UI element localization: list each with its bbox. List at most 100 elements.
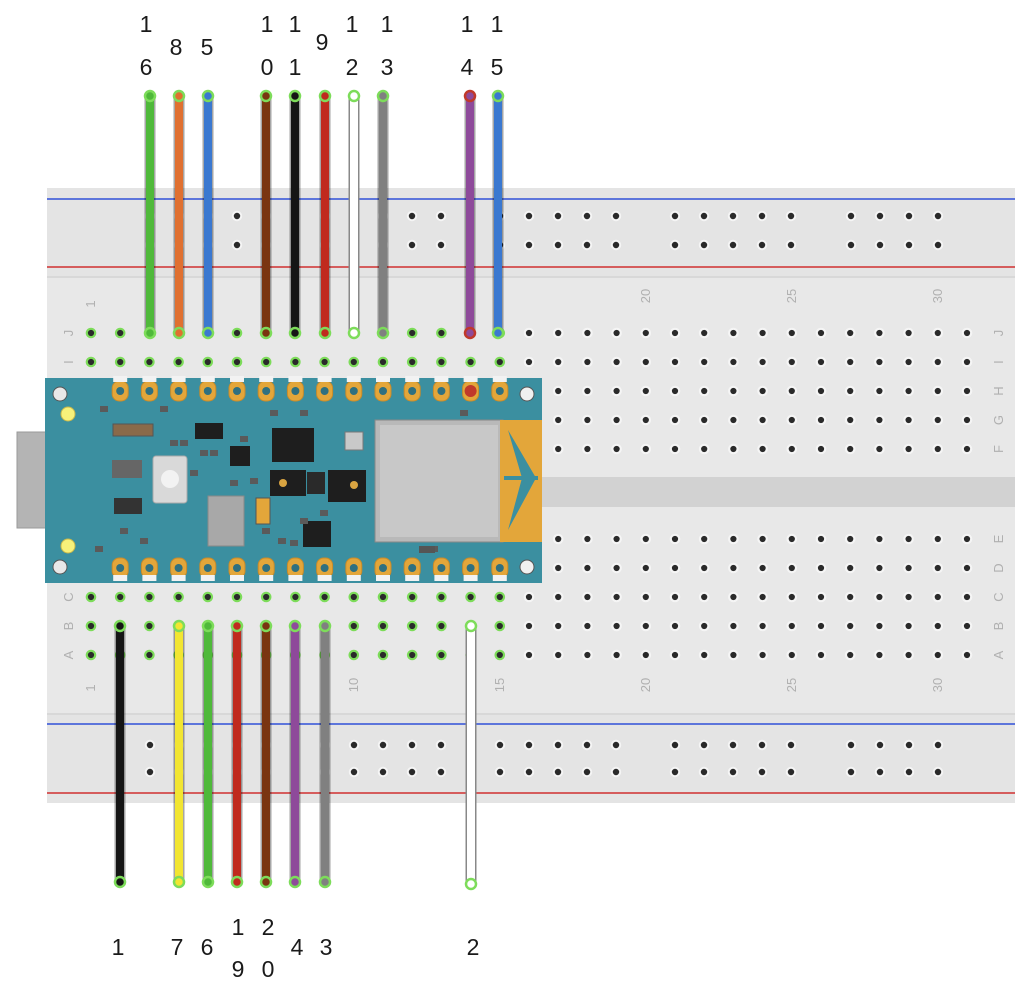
terminal-hole bbox=[728, 327, 739, 339]
wire-bottom-4 bbox=[288, 619, 302, 889]
smd-component bbox=[278, 538, 286, 544]
terminal-hole bbox=[757, 620, 768, 632]
smd-component bbox=[320, 510, 328, 516]
row-letter-left-c: C bbox=[61, 592, 76, 601]
terminal-hole bbox=[728, 591, 739, 603]
column-number-bottom-25: 25 bbox=[784, 678, 799, 692]
chip bbox=[328, 470, 366, 502]
terminal-hole bbox=[932, 385, 944, 397]
terminal-hole bbox=[611, 356, 622, 368]
wire-top-11 bbox=[288, 89, 302, 340]
column-number-bottom-20: 20 bbox=[638, 678, 653, 692]
rail-hole bbox=[756, 766, 768, 778]
rail-hole bbox=[144, 739, 156, 751]
header-socket bbox=[434, 575, 449, 581]
bottom-label-1: 1 bbox=[112, 934, 125, 960]
terminal-hole bbox=[903, 414, 914, 426]
header-pins bbox=[111, 376, 509, 581]
terminal-hole bbox=[640, 620, 652, 632]
terminal-hole bbox=[728, 385, 739, 397]
header-socket bbox=[288, 575, 303, 581]
terminal-hole bbox=[231, 356, 243, 368]
rail-hole bbox=[435, 739, 447, 751]
header-socket bbox=[317, 575, 332, 581]
terminal-hole bbox=[640, 533, 652, 545]
terminal-hole bbox=[552, 414, 564, 426]
sensor bbox=[344, 431, 364, 451]
terminal-hole bbox=[961, 385, 973, 397]
rail-hole bbox=[727, 766, 739, 778]
wire-bottom-1 bbox=[113, 619, 127, 889]
rail-hole bbox=[845, 239, 857, 251]
terminal-hole bbox=[640, 414, 652, 426]
wire-top-14 bbox=[463, 89, 477, 340]
terminal-hole bbox=[698, 562, 710, 574]
wire-bottom-20 bbox=[259, 619, 273, 889]
terminal-hole bbox=[290, 591, 301, 603]
mounting-hole bbox=[52, 386, 68, 402]
terminal-hole bbox=[669, 414, 681, 426]
terminal-hole bbox=[552, 443, 564, 455]
rail-hole bbox=[581, 739, 593, 751]
rail-hole bbox=[669, 239, 681, 251]
terminal-hole bbox=[611, 620, 622, 632]
smd-component bbox=[460, 410, 468, 416]
terminal-hole bbox=[757, 443, 768, 455]
terminal-hole bbox=[961, 414, 973, 426]
terminal-hole bbox=[85, 620, 97, 632]
header-socket bbox=[230, 376, 244, 382]
top-label-16-digit-1: 1 bbox=[140, 11, 153, 37]
terminal-hole bbox=[757, 533, 768, 545]
terminal-hole bbox=[698, 443, 710, 455]
smd-component bbox=[290, 540, 298, 546]
terminal-hole bbox=[961, 649, 973, 661]
chip bbox=[207, 495, 245, 547]
terminal-hole bbox=[465, 356, 476, 368]
terminal-hole bbox=[640, 356, 652, 368]
terminal-hole bbox=[903, 327, 914, 339]
terminal-hole bbox=[552, 649, 564, 661]
column-number-bottom-15: 15 bbox=[492, 678, 507, 692]
rail-hole bbox=[348, 766, 360, 778]
terminal-hole bbox=[669, 327, 681, 339]
rail-hole bbox=[406, 739, 418, 751]
rail-hole bbox=[435, 239, 447, 251]
terminal-hole bbox=[757, 356, 768, 368]
terminal-hole bbox=[844, 562, 856, 574]
terminal-hole bbox=[844, 533, 856, 545]
terminal-hole bbox=[611, 533, 622, 545]
rail-hole bbox=[610, 210, 622, 222]
rail-hole bbox=[727, 210, 739, 222]
rail-hole bbox=[552, 210, 564, 222]
header-pin-hole bbox=[174, 564, 183, 572]
terminal-hole bbox=[552, 327, 564, 339]
header-socket bbox=[405, 575, 420, 581]
terminal-hole bbox=[582, 591, 593, 603]
terminal-hole bbox=[319, 356, 330, 368]
terminal-hole bbox=[874, 562, 885, 574]
row-letter-right-f: F bbox=[991, 445, 1006, 453]
column-numbers: 1 20 25 30 1 10 15 20 25 30 bbox=[83, 289, 945, 692]
header-socket bbox=[259, 376, 274, 382]
rail-hole bbox=[377, 739, 389, 751]
header-pin-hole bbox=[262, 564, 271, 572]
header-pin-hole bbox=[379, 387, 387, 395]
solder-pad bbox=[279, 479, 287, 487]
terminal-hole bbox=[377, 591, 389, 603]
terminal-hole bbox=[728, 649, 739, 661]
header-socket bbox=[376, 575, 390, 581]
terminal-hole bbox=[903, 356, 914, 368]
top-label-10-digit-1: 1 bbox=[261, 11, 274, 37]
rail-hole bbox=[144, 766, 156, 778]
rail-hole bbox=[523, 210, 535, 222]
rail-hole bbox=[785, 210, 797, 222]
resistor bbox=[112, 423, 154, 437]
rail-hole bbox=[494, 739, 506, 751]
terminal-hole bbox=[582, 356, 593, 368]
terminal-hole bbox=[85, 591, 97, 603]
column-number-top-20: 20 bbox=[638, 289, 653, 303]
smd-component bbox=[250, 478, 258, 484]
terminal-hole bbox=[728, 620, 739, 632]
header-socket bbox=[171, 376, 186, 382]
header-pin-hole bbox=[291, 564, 300, 572]
